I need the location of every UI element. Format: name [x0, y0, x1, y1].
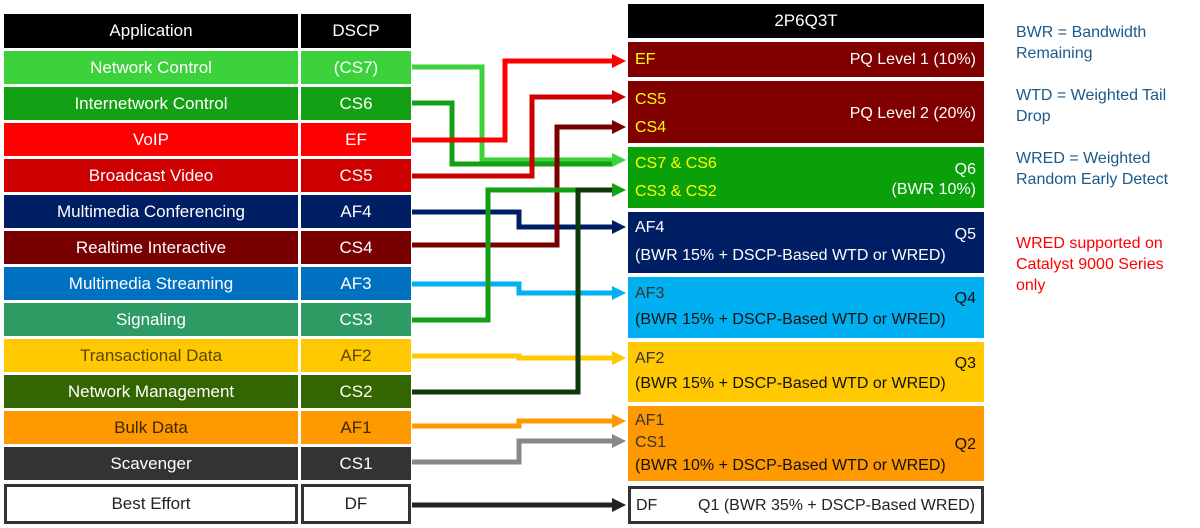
queue-q1-label: Q1 (BWR 35% + DSCP-Based WRED): [698, 497, 975, 514]
row-application: Bulk Data: [4, 411, 298, 444]
arrow-cs4: [412, 124, 612, 248]
queue-q3-detail: (BWR 15% + DSCP-Based WTD or WRED): [635, 375, 946, 392]
row-dscp: AF2: [301, 339, 411, 372]
arrowhead-cs4: [612, 120, 626, 134]
header-dscp: DSCP: [301, 14, 411, 48]
queue-q5-detail: (BWR 15% + DSCP-Based WTD or WRED): [635, 247, 946, 264]
row-application: Multimedia Conferencing: [4, 195, 298, 228]
queue-q2-code1: AF1: [635, 412, 665, 429]
legend-wred: WRED = Weighted Random Early Detect: [1016, 150, 1169, 188]
arrow-cs3: [412, 187, 612, 323]
row-application: Network Control: [4, 51, 298, 84]
arrowhead-cs5: [612, 90, 626, 104]
row-application: Best Effort: [4, 484, 298, 524]
row-application: Multimedia Streaming: [4, 267, 298, 300]
queue-q2-code2: CS1: [635, 434, 667, 451]
legend-note: WRED supported on Catalyst 9000 Series o…: [1016, 235, 1164, 294]
row-dscp: CS1: [301, 447, 411, 480]
row-dscp: DF: [301, 484, 411, 524]
arrowhead-af4: [612, 220, 626, 234]
arrowhead-af2: [612, 351, 626, 365]
queue-q6: CS7 & CS6 CS3 & CS2 Q6 (BWR 10%): [628, 147, 984, 208]
row-application: Scavenger: [4, 447, 298, 480]
row-application: Signaling: [4, 303, 298, 336]
legend-bwr: BWR = Bandwidth Remaining: [1016, 24, 1147, 62]
queue-q5: AF4 Q5 (BWR 15% + DSCP-Based WTD or WRED…: [628, 212, 984, 273]
row-dscp: CS5: [301, 159, 411, 192]
arrow-af3: [412, 281, 612, 296]
row-application: Broadcast Video: [4, 159, 298, 192]
arrowhead-df: [612, 498, 626, 512]
queue-q6-code2: CS3 & CS2: [635, 183, 717, 200]
arrowhead-cs7: [612, 153, 626, 167]
queue-q3-code: AF2: [635, 350, 665, 367]
arrow-cs6: [412, 100, 612, 167]
row-application: Realtime Interactive: [4, 231, 298, 264]
row-dscp: CS6: [301, 87, 411, 120]
row-dscp: (CS7): [301, 51, 411, 84]
row-dscp: AF1: [301, 411, 411, 444]
row-application: Internetwork Control: [4, 87, 298, 120]
arrow-cs5: [412, 94, 612, 179]
arrowhead-ef: [612, 54, 626, 68]
header-application: Application: [4, 14, 298, 48]
arrow-cs7: [412, 64, 612, 163]
queue-pq2-label: PQ Level 2 (20%): [849, 105, 976, 122]
queue-q6-label: Q6: [954, 161, 976, 178]
row-dscp: AF3: [301, 267, 411, 300]
arrow-af2: [412, 353, 612, 361]
queue-q2-label: Q2: [954, 436, 976, 453]
arrow-cs1: [412, 438, 612, 465]
queue-q6-code1: CS7 & CS6: [635, 155, 717, 172]
row-dscp: CS4: [301, 231, 411, 264]
queue-q5-code: AF4: [635, 219, 665, 236]
arrow-af1: [412, 418, 612, 429]
queue-q1: DF Q1 (BWR 35% + DSCP-Based WRED): [628, 486, 984, 524]
arrowhead-af3: [612, 286, 626, 300]
queue-q3-label: Q3: [954, 355, 976, 372]
row-application: Network Management: [4, 375, 298, 408]
row-application: VoIP: [4, 123, 298, 156]
queue-q5-label: Q5: [954, 226, 976, 243]
row-dscp: CS2: [301, 375, 411, 408]
queue-q2: AF1 CS1 Q2 (BWR 10% + DSCP-Based WTD or …: [628, 406, 984, 481]
queue-pq2-code2: CS4: [635, 119, 667, 136]
row-dscp: CS3: [301, 303, 411, 336]
queue-q3: AF2 Q3 (BWR 15% + DSCP-Based WTD or WRED…: [628, 342, 984, 402]
arrow-af4: [412, 209, 612, 230]
arrow-ef: [412, 58, 612, 143]
row-application: Transactional Data: [4, 339, 298, 372]
queue-q2-detail: (BWR 10% + DSCP-Based WTD or WRED): [635, 457, 946, 474]
queue-q4-code: AF3: [635, 285, 665, 302]
queue-q4: AF3 Q4 (BWR 15% + DSCP-Based WTD or WRED…: [628, 277, 984, 338]
queue-ef: EF PQ Level 1 (10%): [628, 42, 984, 77]
queue-ef-code: EF: [635, 51, 656, 68]
header-queuing: 2P6Q3T: [628, 4, 984, 38]
queue-ef-label: PQ Level 1 (10%): [849, 51, 976, 68]
queue-pq2-code1: CS5: [635, 91, 667, 108]
queue-q4-detail: (BWR 15% + DSCP-Based WTD or WRED): [635, 311, 946, 328]
arrowhead-af1: [612, 414, 626, 428]
queue-pq2: CS5 CS4 PQ Level 2 (20%): [628, 81, 984, 143]
arrowhead-cs1: [612, 434, 626, 448]
queue-q1-code: DF: [636, 497, 658, 514]
arrow-cs2: [412, 187, 612, 395]
legend-wtd: WTD = Weighted Tail Drop: [1016, 87, 1167, 125]
row-dscp: EF: [301, 123, 411, 156]
queue-q4-label: Q4: [954, 290, 976, 307]
row-dscp: AF4: [301, 195, 411, 228]
queue-q6-detail: (BWR 10%): [891, 181, 976, 198]
arrowhead-cs3: [612, 183, 626, 197]
